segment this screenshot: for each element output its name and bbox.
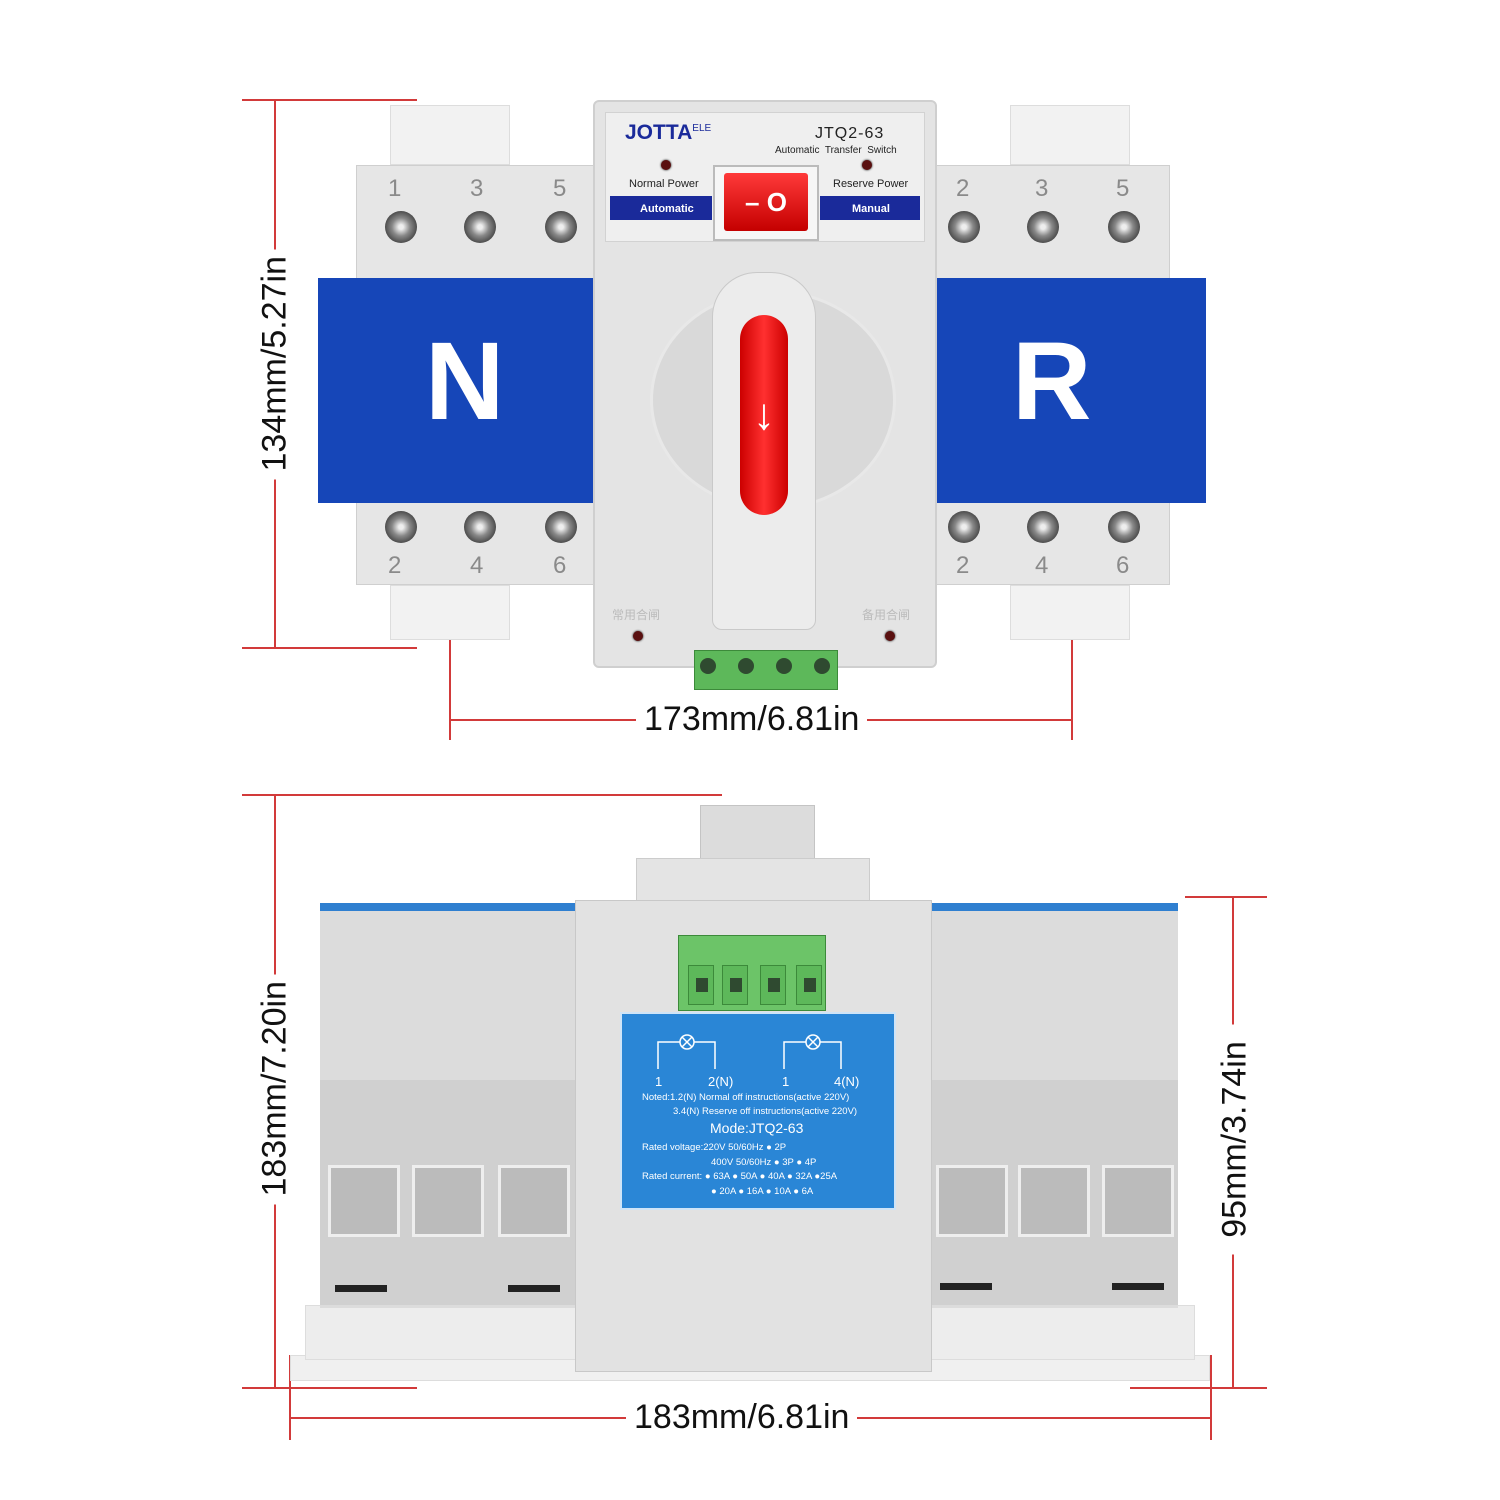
dim-line	[449, 610, 451, 740]
model-label: Mode:JTQ2-63	[710, 1120, 804, 1136]
terminal-number: 5	[1116, 175, 1130, 202]
reserve-side-band	[936, 278, 1206, 503]
height-dimension-label: 134mm/5.27in	[255, 249, 295, 480]
normal-power-led	[661, 160, 671, 170]
n-label: N	[425, 320, 505, 443]
screw-icon	[545, 211, 577, 243]
rated-voltage: 400V 50/60Hz ● 3P ● 4P	[711, 1157, 817, 1168]
dim-line	[1185, 896, 1267, 898]
subtitle-label: Automatic Transfer Switch	[775, 145, 897, 156]
terminal-number: 6	[1116, 552, 1130, 579]
terminal-number: 5	[553, 175, 567, 202]
width-dimension-label: 173mm/6.81in	[636, 700, 868, 739]
normal-side-band	[318, 278, 596, 503]
dim-line	[242, 99, 417, 101]
terminal-label: 1	[655, 1074, 663, 1089]
normal-close-led	[633, 631, 643, 641]
terminal-number: 4	[1035, 552, 1049, 579]
note-line: 3.4(N) Reserve off instructions(active 2…	[673, 1106, 858, 1117]
width-dimension-label: 183mm/6.81in	[626, 1398, 858, 1437]
screw-icon	[385, 511, 417, 543]
dim-line	[289, 1355, 291, 1440]
arrow-down-icon: ↓	[740, 315, 788, 515]
reserve-power-led	[862, 160, 872, 170]
signal-terminal-block	[694, 650, 838, 690]
terminal-label: 1	[782, 1074, 790, 1089]
reserve-power-label: Reserve Power	[833, 178, 909, 190]
reserve-close-label: 备用合闸	[862, 608, 911, 622]
dim-line	[242, 647, 417, 649]
screw-icon	[385, 211, 417, 243]
terminal-number: 2	[388, 552, 402, 579]
height-dimension-label: 183mm/7.20in	[255, 974, 295, 1205]
r-label: R	[1012, 320, 1092, 443]
screw-icon	[464, 211, 496, 243]
reserve-close-led	[885, 631, 895, 641]
screw-icon	[1108, 511, 1140, 543]
spec-label-plate: 1 2(N) 1 4(N) Noted:1.2(N) Normal off in…	[620, 1012, 896, 1210]
note-line: Noted:1.2(N) Normal off instructions(act…	[642, 1092, 850, 1103]
screw-icon	[948, 211, 980, 243]
automatic-label: Automatic	[640, 203, 694, 215]
rated-current: Rated current: ● 63A ● 50A ● 40A ● 32A ●…	[642, 1171, 838, 1182]
normal-close-label: 常用合闸	[612, 608, 661, 622]
screw-icon	[948, 511, 980, 543]
manual-label: Manual	[852, 203, 890, 215]
normal-power-label: Normal Power	[629, 178, 699, 190]
terminal-label: 4(N)	[834, 1074, 860, 1089]
lamp-wiring-diagram	[657, 1034, 842, 1069]
screw-icon	[545, 511, 577, 543]
rated-voltage: Rated voltage:220V 50/60Hz ● 2P	[642, 1142, 787, 1153]
screw-icon	[1027, 511, 1059, 543]
depth-dimension-label: 95mm/3.74in	[1215, 1024, 1255, 1255]
model-label: JTQ2-63	[815, 125, 885, 142]
terminal-label: 2(N)	[708, 1074, 734, 1089]
dim-line	[242, 794, 722, 796]
rated-current: ● 20A ● 16A ● 10A ● 6A	[711, 1186, 814, 1197]
brand-logo: JOTTAELE	[625, 121, 712, 144]
terminal-number: 2	[956, 552, 970, 579]
terminal-number: 6	[553, 552, 567, 579]
dim-line	[1071, 610, 1073, 740]
mode-rocker-switch[interactable]: – O	[724, 173, 808, 231]
switch-symbol: – O	[745, 187, 787, 217]
screw-icon	[1027, 211, 1059, 243]
dim-line	[1210, 1355, 1212, 1440]
terminal-number: 3	[470, 175, 484, 202]
terminal-number: 2	[956, 175, 970, 202]
terminal-number: 4	[470, 552, 484, 579]
terminal-number: 1	[388, 175, 402, 202]
dim-line	[1130, 1387, 1267, 1389]
terminal-number: 3	[1035, 175, 1049, 202]
screw-icon	[464, 511, 496, 543]
screw-icon	[1108, 211, 1140, 243]
dim-line	[242, 1387, 417, 1389]
